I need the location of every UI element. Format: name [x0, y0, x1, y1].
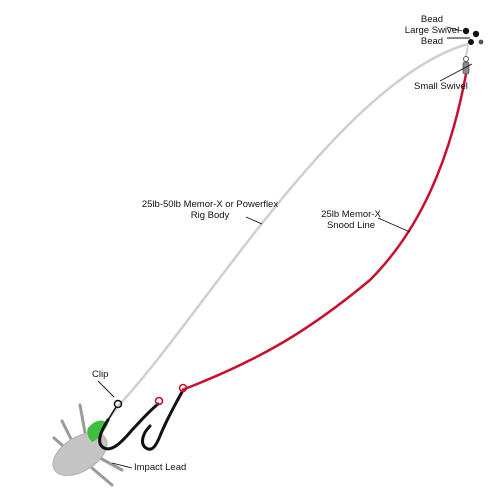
- hook-2: [141, 390, 184, 451]
- label-snood-line: 25lb Memor-X Snood Line: [321, 209, 381, 231]
- small-swivel: [462, 56, 470, 75]
- pointer-small-swivel: [439, 63, 473, 82]
- snood-line: [181, 73, 468, 392]
- pointer-impact-lead: [111, 462, 133, 469]
- hook-1-eye: [154, 396, 164, 406]
- label-clip: Clip: [92, 369, 109, 380]
- lead-wire: [98, 456, 124, 472]
- impact-lead-weight: [52, 432, 108, 476]
- pointers: [97, 26, 473, 469]
- label-impact-lead: Impact Lead: [134, 462, 187, 473]
- pointer-rig-body: [245, 216, 263, 225]
- pointer-snood: [377, 217, 411, 233]
- lead-wire: [78, 403, 88, 440]
- hook-2-eye: [178, 383, 188, 393]
- bead-bottom: [468, 39, 474, 45]
- pointer-clip: [97, 380, 115, 398]
- pointer-bead-top: [446, 26, 463, 32]
- label-small-swivel: Small Swivel: [414, 81, 468, 92]
- label-large-swivel: Large Swivel: [404, 25, 460, 36]
- label-bead-top: Bead: [420, 14, 444, 25]
- hook-1: [98, 402, 160, 451]
- rig-body-line: [117, 42, 469, 407]
- lead-wire: [90, 466, 114, 487]
- clip: [107, 399, 123, 421]
- label-bead-bottom: Bead: [420, 36, 444, 47]
- large-swivel-ring: [472, 30, 480, 38]
- bead-top: [462, 27, 470, 35]
- bead-swivel-cluster: [462, 27, 484, 57]
- label-rig-body: 25lb-50lb Memor-X or Powerflex Rig Body: [141, 199, 279, 221]
- large-swivel-eye: [478, 39, 484, 45]
